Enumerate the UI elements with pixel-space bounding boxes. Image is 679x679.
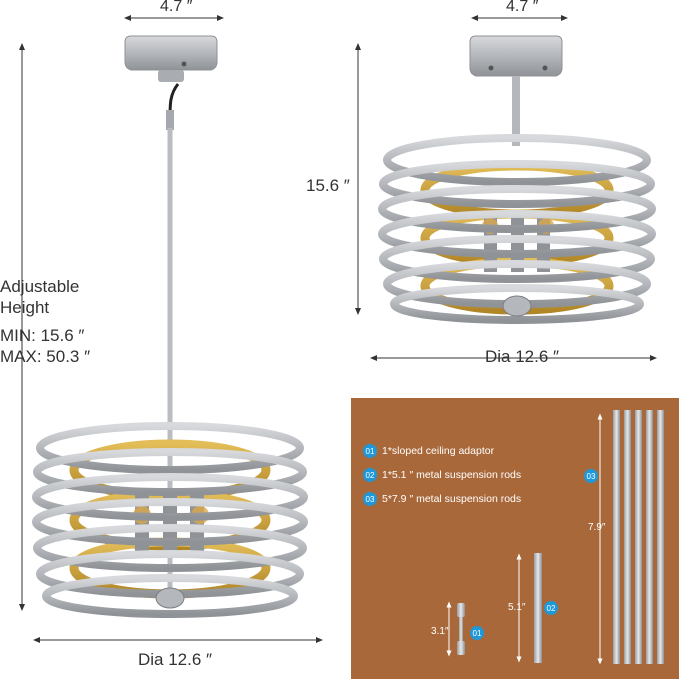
left-canopy-width: 4.7 ″ [160, 0, 193, 15]
legend-label-short-rod: 1*5.1 ″ metal suspension rods [382, 469, 522, 481]
legend-label-adaptor: 1*sloped ceiling adaptor [382, 445, 495, 457]
badge-03: 03 [363, 492, 377, 506]
legend-item-short-rod: 02 1*5.1 ″ metal suspension rods [363, 467, 521, 483]
adjustable-label-line2: Height [0, 298, 50, 317]
legend-item-adaptor: 01 1*sloped ceiling adaptor [363, 443, 494, 459]
legend-label-long-rods: 5*7.9 ″ metal suspension rods [382, 493, 522, 505]
badge-01: 01 [363, 444, 377, 458]
left-diameter-label: Dia 12.6 ″ [138, 650, 213, 669]
min-height-label: MIN: 15.6 ″ [0, 326, 85, 345]
right-diameter-label: Dia 12.6 ″ [485, 347, 560, 366]
accessories-panel: 01 1*sloped ceiling adaptor 02 1*5.1 ″ m… [351, 398, 679, 679]
right-height-label: 15.6 ″ [306, 176, 350, 195]
legend-item-long-rods: 03 5*7.9 ″ metal suspension rods [363, 491, 521, 507]
accessories-drawing [446, 410, 664, 665]
short-rod-dimension: 5.1″ [508, 602, 526, 613]
long-rod-badge: 03 [584, 469, 598, 483]
long-rod-dimension: 7.9″ [588, 522, 606, 533]
adaptor-dimension: 3.1″ [431, 626, 449, 637]
adjustable-label-line1: Adjustable [0, 277, 80, 296]
adaptor-badge: 01 [470, 626, 484, 640]
max-height-label: MAX: 50.3 ″ [0, 347, 91, 366]
short-rod-badge: 02 [544, 601, 558, 615]
badge-02: 02 [363, 468, 377, 482]
right-canopy-width: 4.7 ″ [506, 0, 539, 15]
